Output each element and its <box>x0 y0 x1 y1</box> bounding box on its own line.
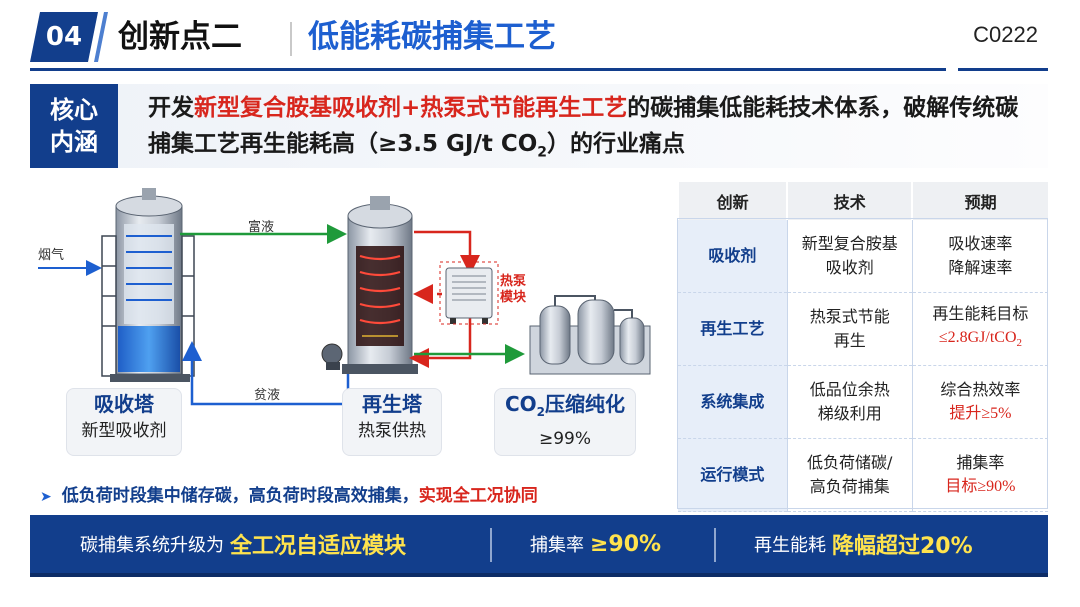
table-cell-tech: 热泵式节能再生 <box>786 292 913 366</box>
core-concept-box: 核心 内涵 开发新型复合胺基吸收剂+热泵式节能再生工艺的碳捕集低能耗技术体系，破… <box>30 84 1048 168</box>
table-header-expect: 预期 <box>911 182 1048 220</box>
title-divider <box>290 22 292 56</box>
compress-title: CO2压缩纯化 <box>495 389 635 427</box>
heat-pump-label-line1: 热泵 <box>500 274 527 289</box>
table-row: 再生工艺 热泵式节能再生 再生能耗目标≤2.8GJ/tCO2 <box>678 292 1048 366</box>
operation-bullet: ➤ 低负荷时段集中储存碳，高负荷时段高效捕集，实现全工况协同 <box>40 481 538 506</box>
summary-energy-text: 再生能耗 <box>754 535 826 556</box>
table-cell-expect: 捕集率目标≥90% <box>911 438 1048 512</box>
compression-unit-graphic <box>529 295 651 375</box>
table-header-row: 创新 技术 预期 <box>676 182 1048 220</box>
table-cell-tech-line1: 新型复合胺基 <box>801 234 898 253</box>
absorber-label-box: 吸收塔 新型吸收剂 <box>66 388 182 456</box>
table-cell-expect-line2: ≤2.8GJ/tCO2 <box>914 326 1047 355</box>
table-cell-tech-line1: 热泵式节能 <box>809 307 890 326</box>
flue-gas-label: 烟气 <box>38 248 65 263</box>
summary-energy-highlight: 降幅超过20% <box>832 534 973 559</box>
summary-module-text: 碳捕集系统升级为 <box>80 535 224 556</box>
table-cell-tech: 低品位余热梯级利用 <box>786 365 913 439</box>
table-cell-tech-line1: 低负荷储碳/ <box>807 453 893 472</box>
core-text-part1: 开发 <box>148 95 194 121</box>
table-cell-innovation: 再生工艺 <box>678 292 788 366</box>
table-row: 系统集成 低品位余热梯级利用 综合热效率提升≥5% <box>678 365 1048 439</box>
core-text-highlight: 新型复合胺基吸收剂+热泵式节能再生工艺 <box>194 95 628 121</box>
page-title: 创新点二 <box>118 19 242 55</box>
heat-pump-label: 热泵 模块 <box>500 274 526 306</box>
process-diagram: 富液 贫液 烟气 热泵 模块 吸收塔 新型吸收剂 再生塔 热泵供热 CO2压缩纯… <box>30 176 670 476</box>
table-row: 吸收剂 新型复合胺基吸收剂 吸收速率降解速率 <box>678 220 1048 293</box>
lean-liquid-line <box>182 341 350 406</box>
section-number-badge: 04 <box>30 12 98 62</box>
core-label-line2: 内涵 <box>50 128 98 156</box>
table-cell-expect-value: ≤2.8GJ/tCO <box>938 329 1017 347</box>
summary-divider <box>714 528 716 562</box>
page-code: C0222 <box>973 22 1038 47</box>
core-text-part3: ）的行业痛点 <box>547 131 686 157</box>
core-label: 核心 内涵 <box>30 84 118 168</box>
bullet-arrow-icon: ➤ <box>40 489 52 505</box>
regenerator-title: 再生塔 <box>362 392 422 416</box>
table-cell-expect-sub: 2 <box>1016 337 1023 350</box>
header-rule-end <box>958 68 1048 71</box>
page-subtitle: 低能耗碳捕集工艺 <box>308 19 556 55</box>
table-cell-expect-line1: 捕集率 <box>956 453 1005 472</box>
table-cell-tech-line2: 再生 <box>833 331 866 350</box>
absorber-tower-graphic <box>101 188 195 382</box>
heat-pump-loop <box>409 230 480 368</box>
regenerator-tower-graphic <box>321 196 418 374</box>
table-header-innovation: 创新 <box>676 182 788 220</box>
table-cell-tech-line1: 低品位余热 <box>809 380 890 399</box>
table-cell-expect-line2: 目标≥90% <box>945 478 1016 495</box>
heat-pump-unit-graphic <box>439 261 499 325</box>
table-cell-tech: 低负荷储碳/高负荷捕集 <box>786 438 913 512</box>
table-cell-tech-line2: 梯级利用 <box>817 404 882 423</box>
table-header-tech: 技术 <box>786 182 913 220</box>
summary-capture-text: 捕集率 <box>530 535 584 556</box>
table-cell-expect: 再生能耗目标≤2.8GJ/tCO2 <box>911 292 1048 366</box>
summary-module-highlight: 全工况自适应模块 <box>230 534 407 559</box>
bullet-text: 低负荷时段集中储存碳，高负荷时段高效捕集， <box>61 486 419 506</box>
summary-segment-energy: 再生能耗降幅超过20% <box>754 515 973 573</box>
table-cell-innovation: 吸收剂 <box>678 220 788 293</box>
compress-title-a: CO <box>504 392 537 416</box>
innovation-table: 创新 技术 预期 吸收剂 新型复合胺基吸收剂 吸收速率降解速率 再生工艺 热泵式… <box>676 182 1048 512</box>
table-cell-expect: 综合热效率提升≥5% <box>911 365 1048 439</box>
table-cell-expect-line1: 吸收速率 <box>948 234 1013 253</box>
core-text: 开发新型复合胺基吸收剂+热泵式节能再生工艺的碳捕集低能耗技术体系，破解传统碳捕集… <box>148 90 1028 171</box>
regenerator-label-box: 再生塔 热泵供热 <box>342 388 442 456</box>
table-cell-innovation: 系统集成 <box>678 365 788 439</box>
table-row: 运行模式 低负荷储碳/高负荷捕集 捕集率目标≥90% <box>678 438 1048 512</box>
table-cell-expect-line2: 降解速率 <box>948 258 1013 277</box>
regenerator-sub: 热泵供热 <box>358 421 426 441</box>
header-rule <box>30 68 946 71</box>
compress-sub: ≥99% <box>538 429 592 449</box>
table-cell-tech-line2: 吸收剂 <box>825 258 874 277</box>
absorber-title: 吸收塔 <box>94 392 154 416</box>
summary-capture-highlight: ≥90% <box>590 531 662 557</box>
lean-liquid-label: 贫液 <box>254 388 281 403</box>
rich-liquid-label: 富液 <box>248 220 275 235</box>
table-cell-tech-line2: 高负荷捕集 <box>809 477 890 496</box>
heat-pump-label-line2: 模块 <box>500 290 527 305</box>
bullet-highlight: 实现全工况协同 <box>418 486 538 506</box>
table-cell-expect-line1: 综合热效率 <box>940 380 1021 399</box>
compress-title-b: 压缩纯化 <box>545 392 626 416</box>
summary-divider <box>490 528 492 562</box>
core-text-sub: 2 <box>537 144 548 161</box>
compress-label-box: CO2压缩纯化 ≥99% <box>494 388 636 456</box>
table-cell-tech: 新型复合胺基吸收剂 <box>786 220 913 293</box>
summary-bar: 碳捕集系统升级为全工况自适应模块 捕集率 ≥90% 再生能耗降幅超过20% <box>30 515 1048 577</box>
core-label-line1: 核心 <box>50 96 98 124</box>
process-diagram-svg <box>38 188 651 406</box>
table-cell-expect-line2: 提升≥5% <box>949 405 1012 422</box>
table-cell-innovation: 运行模式 <box>678 438 788 512</box>
table-cell-expect: 吸收速率降解速率 <box>911 220 1048 293</box>
core-text-part2: 的碳捕集低能耗技术体系，破解传统碳捕集工艺再生能耗高（≥3.5 GJ/t CO <box>148 95 1019 157</box>
summary-segment-module: 碳捕集系统升级为全工况自适应模块 <box>80 515 406 573</box>
summary-segment-capture: 捕集率 ≥90% <box>530 515 661 573</box>
compress-title-sub: 2 <box>536 405 546 419</box>
absorber-sub: 新型吸收剂 <box>81 421 167 441</box>
table-cell-expect-line1: 再生能耗目标 <box>932 304 1029 324</box>
